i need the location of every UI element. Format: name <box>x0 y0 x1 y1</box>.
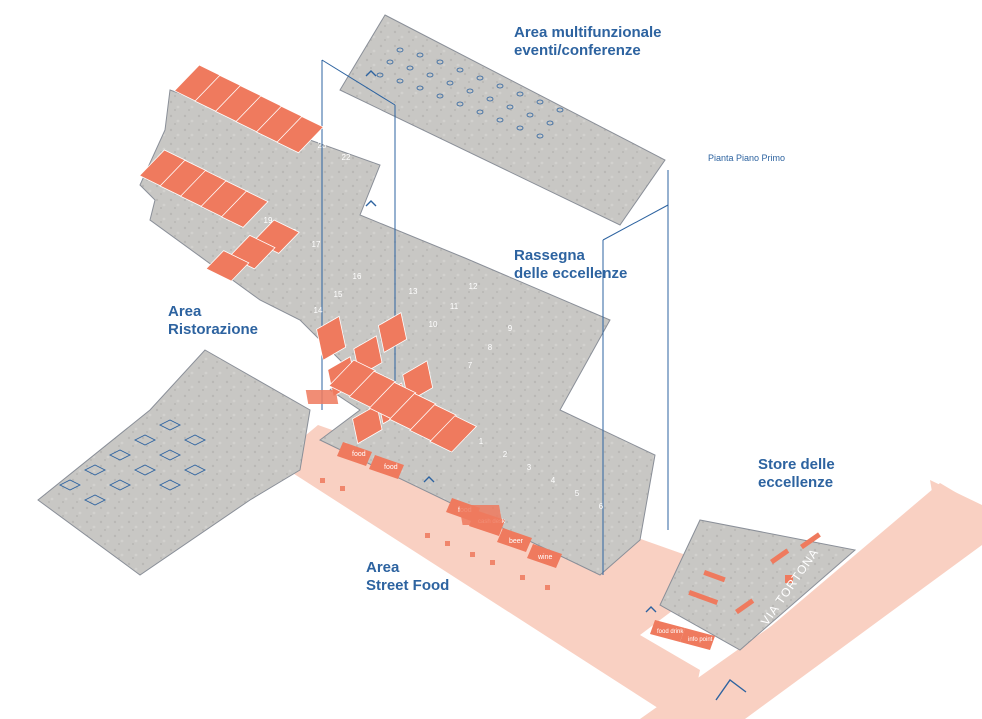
booth-number: 12 <box>469 282 478 291</box>
conference-floor <box>339 14 666 226</box>
booth-number: 10 <box>429 320 438 329</box>
booth-number: 1 <box>479 437 484 446</box>
booth-number: 11 <box>450 302 459 311</box>
stall-wine: wine <box>527 544 562 568</box>
booth-number: 7 <box>468 361 473 370</box>
booth-14: 14 <box>205 250 323 315</box>
restaurant-tables <box>58 419 207 506</box>
booth-7: 7 <box>352 361 473 445</box>
via-tortona-band <box>684 483 982 719</box>
ristorazione-floor <box>37 349 311 576</box>
booth-number: 22 <box>342 153 351 162</box>
svg-text:info point: info point <box>688 637 713 643</box>
booth-12: 12 <box>377 282 478 353</box>
booth-22: 22 <box>276 116 351 162</box>
street-food-markers <box>305 390 550 590</box>
booth-number: 15 <box>334 290 343 299</box>
pianta-label: Pianta Piano Primo <box>708 153 786 163</box>
stall-info-point: info point <box>680 628 715 650</box>
store-displays <box>688 532 821 615</box>
booth-number: 2 <box>503 450 508 459</box>
booth-number: 4 <box>551 476 556 485</box>
booth-number: 9 <box>508 324 513 333</box>
svg-text:wine: wine <box>537 554 553 561</box>
booth-number: 14 <box>314 306 323 315</box>
svg-text:food drink: food drink <box>657 629 684 635</box>
stall-food-1: food <box>337 442 372 466</box>
stall-food-drink: food drink <box>650 620 685 642</box>
store-floor <box>659 519 857 651</box>
street-food-area <box>288 425 700 719</box>
booth-17: 17 <box>220 190 321 249</box>
street-food-label: Area Street Food <box>366 559 450 594</box>
stall-food-2: food <box>369 455 404 479</box>
booth-13: 13 <box>316 287 418 361</box>
booth-number: 3 <box>527 463 532 472</box>
booth-number: 16 <box>353 272 362 281</box>
booth-number: 17 <box>312 240 321 249</box>
svg-text:beer: beer <box>509 538 524 545</box>
store-label: Store delle eccellenze <box>758 456 835 491</box>
booth-number: 6 <box>599 502 604 511</box>
rassegna-label: Rassegna delle eccellenze <box>514 247 628 282</box>
booth-6: 6 <box>429 415 604 511</box>
entrance-chevrons <box>365 70 747 701</box>
ristorazione-label: Area Ristorazione <box>168 303 259 338</box>
svg-text:food: food <box>384 464 398 471</box>
booth-number: 8 <box>488 343 493 352</box>
conference-seating <box>376 47 564 139</box>
booth-number: 19 <box>264 216 273 225</box>
booth-number: 5 <box>575 489 580 498</box>
area-eventi-label: Area multifunzionale eventi/conferenze <box>514 24 662 59</box>
stall-beer: beer <box>497 528 532 552</box>
booth-number: 23 <box>318 141 327 150</box>
booth-number: 13 <box>409 287 418 296</box>
svg-text:food: food <box>352 451 366 458</box>
